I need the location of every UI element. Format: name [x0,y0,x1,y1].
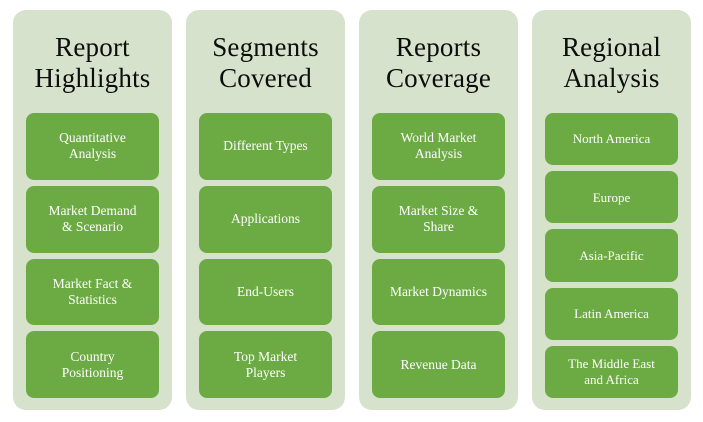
panel-reports-coverage: Reports Coverage World Market Analysis M… [359,10,518,410]
item-box[interactable]: Market Fact & Statistics [26,258,159,326]
item-box[interactable]: Market Demand & Scenario [26,185,159,253]
item-box[interactable]: Different Types [199,113,332,180]
panel-items-segments-covered: Different Types Applications End-Users T… [193,113,338,398]
panel-title-text: Report Highlights [34,32,151,93]
panel-title-text: Segments Covered [212,32,319,93]
item-box[interactable]: Market Dynamics [372,258,505,326]
item-box[interactable]: The Middle East and Africa [545,345,678,399]
panel-segments-covered: Segments Covered Different Types Applica… [186,10,345,410]
item-box[interactable]: Asia-Pacific [545,229,678,282]
item-box[interactable]: Top Market Players [199,331,332,398]
panel-report-highlights: Report Highlights Quantitative Analysis … [13,10,172,410]
panel-regional-analysis: Regional Analysis North America Europe A… [532,10,691,410]
item-box[interactable]: Quantitative Analysis [26,113,159,180]
panel-title-segments-covered: Segments Covered [193,10,338,113]
panel-items-report-highlights: Quantitative Analysis Market Demand & Sc… [20,113,165,398]
item-box[interactable]: Europe [545,171,678,224]
panel-items-regional-analysis: North America Europe Asia-Pacific Latin … [539,113,684,399]
panel-title-regional-analysis: Regional Analysis [539,10,684,113]
panel-title-report-highlights: Report Highlights [20,10,165,113]
item-box[interactable]: Latin America [545,287,678,340]
panel-title-reports-coverage: Reports Coverage [366,10,511,113]
panel-title-text: Reports Coverage [385,32,492,93]
item-box[interactable]: Applications [199,185,332,253]
item-box[interactable]: End-Users [199,258,332,326]
panel-title-text: Regional Analysis [561,32,662,93]
item-box[interactable]: North America [545,113,678,166]
item-box[interactable]: Revenue Data [372,331,505,398]
item-box[interactable]: Country Positioning [26,331,159,398]
item-box[interactable]: Market Size & Share [372,185,505,253]
panel-items-reports-coverage: World Market Analysis Market Size & Shar… [366,113,511,398]
item-box[interactable]: World Market Analysis [372,113,505,180]
